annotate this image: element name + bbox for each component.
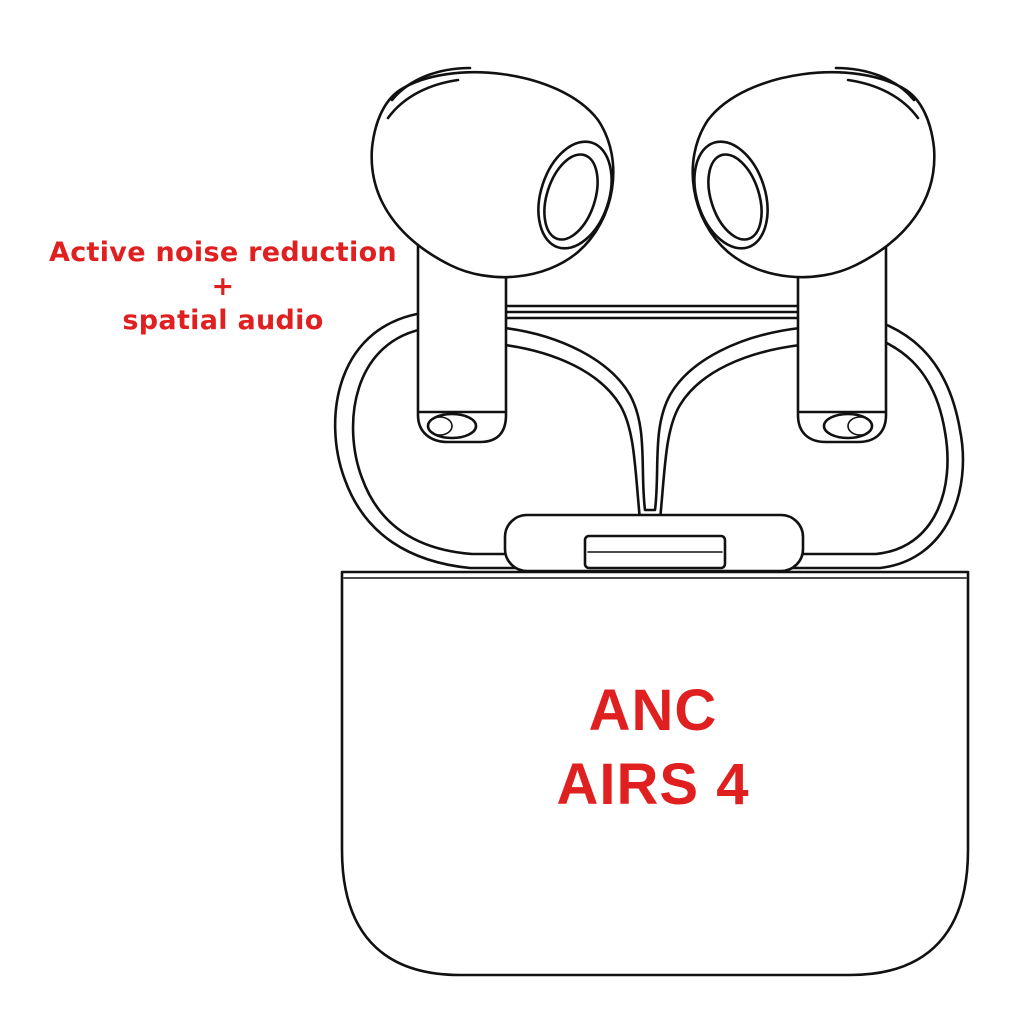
right-earbud [691,66,936,444]
earbud-cavity [503,326,802,522]
case-brand-label: ANC AIRS 4 [500,674,806,822]
left-earbud [370,66,615,444]
brand-line-model: AIRS 4 [556,752,750,817]
case-lid-tray [333,304,965,570]
callout-line-anc: Active noise reduction [49,237,397,268]
callout-line-plus: + [211,271,235,302]
feature-callout: Active noise reduction + spatial audio [40,236,406,338]
case-body [340,570,970,977]
brand-line-anc: ANC [588,678,718,743]
callout-line-spatial: spatial audio [122,305,324,336]
